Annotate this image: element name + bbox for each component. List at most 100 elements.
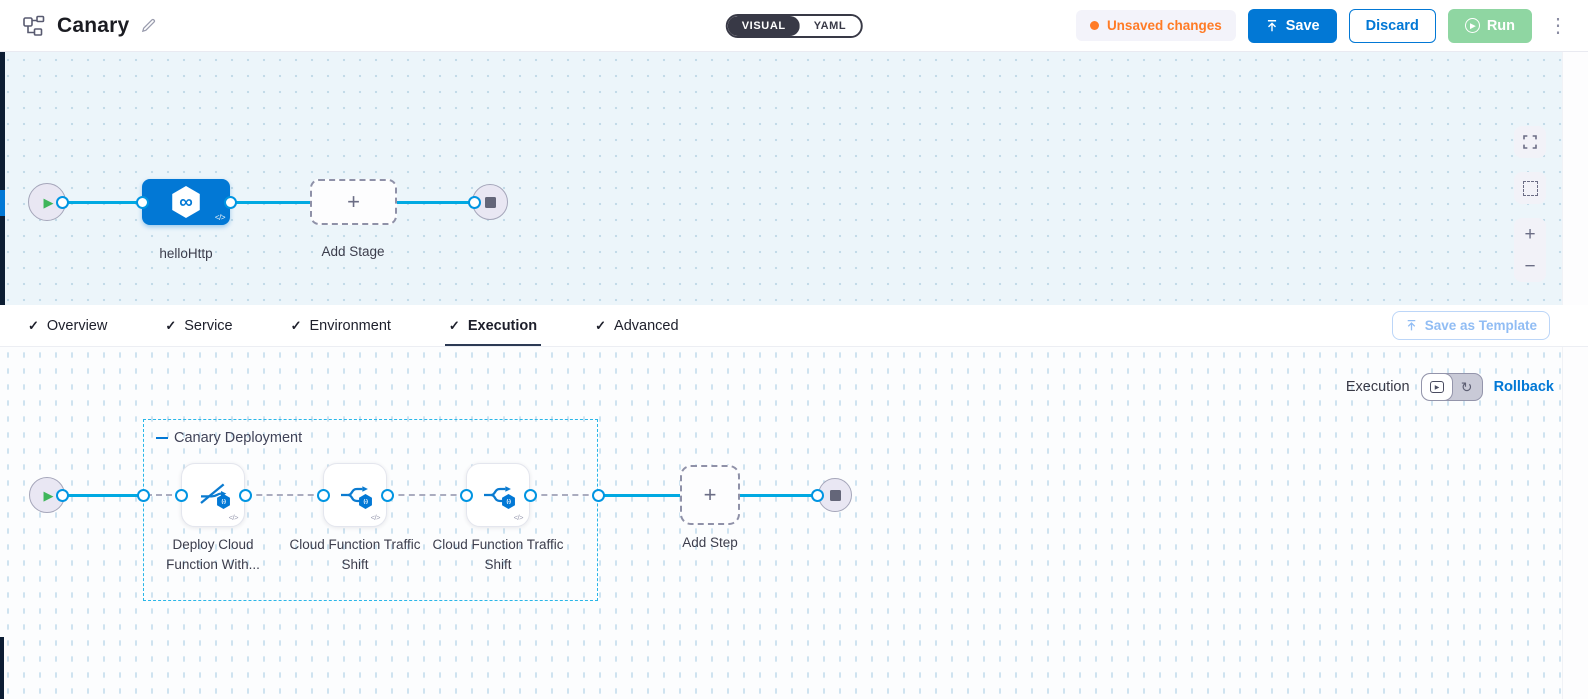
save-button[interactable]: Save xyxy=(1247,8,1337,43)
page-title: Canary xyxy=(57,13,130,37)
fullscreen-icon xyxy=(1523,135,1537,149)
tab-label: Advanced xyxy=(614,317,679,334)
edge-line-dashed xyxy=(146,494,182,496)
tab-label: Overview xyxy=(46,317,108,334)
connector-port[interactable] xyxy=(56,489,69,502)
step-name-label: Cloud Function Traffic Shift xyxy=(432,537,564,573)
code-glyph-icon: </> xyxy=(228,513,239,522)
connector-port[interactable] xyxy=(137,489,150,502)
tab-bar: ✓ Overview ✓ Service ✓ Environment ✓ Exe… xyxy=(0,305,1588,347)
save-as-template-button[interactable]: Save as Template xyxy=(1391,311,1550,340)
stop-icon xyxy=(829,489,841,501)
zoom-in-button[interactable]: + xyxy=(1514,218,1546,250)
connector-port[interactable] xyxy=(317,489,330,502)
connector-port[interactable] xyxy=(468,196,481,209)
fullscreen-button[interactable] xyxy=(1514,126,1546,158)
collapse-minus-icon[interactable] xyxy=(156,436,168,440)
visual-yaml-toggle: VISUAL YAML xyxy=(725,13,863,38)
connector-port[interactable] xyxy=(56,196,69,209)
execution-canvas[interactable]: Execution ▶ ↻ Rollback ▶ xyxy=(0,347,1588,699)
execution-rollback-toggle: ▶ ↻ xyxy=(1420,373,1483,401)
tab-label: Service xyxy=(184,317,233,334)
traffic-shift-icon xyxy=(341,486,368,504)
connector-port[interactable] xyxy=(381,489,394,502)
pipeline-icon xyxy=(22,14,46,38)
connector-port[interactable] xyxy=(811,489,824,502)
edge-line-dashed xyxy=(388,494,467,496)
connector-port[interactable] xyxy=(175,489,188,502)
tab-environment[interactable]: ✓ Environment xyxy=(291,305,391,346)
right-scroll-gutter[interactable] xyxy=(1562,52,1588,305)
step-name-label: Deploy Cloud Function With... xyxy=(166,537,260,573)
save-as-template-label: Save as Template xyxy=(1424,318,1537,333)
connector-port[interactable] xyxy=(224,196,237,209)
step-group-header: Canary Deployment xyxy=(156,430,302,446)
multi-select-button[interactable] xyxy=(1514,172,1546,204)
rollback-link[interactable]: Rollback xyxy=(1493,379,1554,395)
execution-toggle-button[interactable]: ▶ xyxy=(1421,374,1452,400)
connector-port[interactable] xyxy=(460,489,473,502)
connector-port[interactable] xyxy=(524,489,537,502)
step-name-label: Cloud Function Traffic Shift xyxy=(289,537,421,573)
code-glyph-icon: </> xyxy=(370,513,381,522)
connector-port[interactable] xyxy=(239,489,252,502)
run-button[interactable]: ▶ Run xyxy=(1447,8,1532,43)
header-actions: Unsaved changes Save Discard ▶ Run ⋮ xyxy=(1075,8,1572,43)
add-step-label: Add Step xyxy=(682,535,738,550)
rollback-icon: ↻ xyxy=(1460,379,1473,395)
upload-icon xyxy=(1267,19,1276,31)
stage-canvas[interactable]: ▶ ∞ </> helloHttp + Add Stage xyxy=(0,52,1588,305)
header-left: Canary xyxy=(22,14,157,38)
edge-line xyxy=(228,201,312,204)
step-card-deploy-cloud-function[interactable]: (-) </> xyxy=(181,463,245,527)
play-icon: ▶ xyxy=(43,487,54,503)
right-scroll-gutter[interactable] xyxy=(1562,347,1588,699)
add-step-button[interactable]: + xyxy=(680,465,740,525)
run-play-icon: ▶ xyxy=(1464,18,1480,33)
code-glyph-icon: </> xyxy=(214,213,226,222)
tab-execution[interactable]: ✓ Execution xyxy=(444,305,542,346)
zoom-out-button[interactable]: − xyxy=(1514,250,1546,282)
edge-line xyxy=(60,201,142,204)
cloud-function-badge-icon: (-) xyxy=(359,494,372,509)
discard-button[interactable]: Discard xyxy=(1348,8,1436,43)
step-group-canary-deployment[interactable]: Canary Deployment xyxy=(143,419,598,601)
code-glyph-icon: </> xyxy=(513,513,524,522)
unsaved-changes-text: Unsaved changes xyxy=(1106,18,1222,33)
check-icon: ✓ xyxy=(595,317,607,333)
cloud-function-badge-icon: (-) xyxy=(502,494,515,509)
edit-pencil-icon[interactable] xyxy=(140,17,157,34)
connector-port[interactable] xyxy=(592,489,605,502)
add-stage-button[interactable]: + xyxy=(310,179,397,225)
zoom-controls: + − xyxy=(1514,218,1546,282)
tab-advanced[interactable]: ✓ Advanced xyxy=(595,305,678,346)
edge-line xyxy=(62,494,144,497)
check-icon: ✓ xyxy=(165,317,177,333)
tab-overview[interactable]: ✓ Overview xyxy=(28,305,107,346)
step-card-traffic-shift-1[interactable]: (-) </> xyxy=(323,463,387,527)
tab-service[interactable]: ✓ Service xyxy=(165,305,232,346)
stage-name-label: helloHttp xyxy=(159,246,213,261)
execution-flow-icon: ▶ xyxy=(1429,381,1444,393)
visual-toggle-button[interactable]: VISUAL xyxy=(727,15,800,36)
yaml-toggle-button[interactable]: YAML xyxy=(799,15,861,36)
plus-icon: + xyxy=(703,482,717,507)
check-icon: ✓ xyxy=(448,317,460,333)
step-card-traffic-shift-2[interactable]: (-) </> xyxy=(466,463,530,527)
tab-label: Execution xyxy=(467,317,538,334)
run-button-label: Run xyxy=(1486,17,1515,34)
cloud-function-badge-icon: (-) xyxy=(217,494,230,509)
plus-icon: + xyxy=(347,189,360,214)
edge-line-dashed xyxy=(246,494,324,496)
connector-port[interactable] xyxy=(136,196,149,209)
left-panel-strip[interactable] xyxy=(0,52,5,305)
stop-icon xyxy=(484,196,496,208)
stage-card-hellohttp[interactable]: ∞ </> xyxy=(142,179,230,225)
orange-dot-icon xyxy=(1089,21,1099,30)
discard-button-label: Discard xyxy=(1365,17,1419,34)
kebab-menu-icon[interactable]: ⋮ xyxy=(1548,15,1568,37)
deploy-stage-hexagon-icon: ∞ xyxy=(172,186,200,218)
marquee-selection-icon xyxy=(1522,180,1538,196)
rollback-toggle-button[interactable]: ↻ xyxy=(1452,374,1482,400)
